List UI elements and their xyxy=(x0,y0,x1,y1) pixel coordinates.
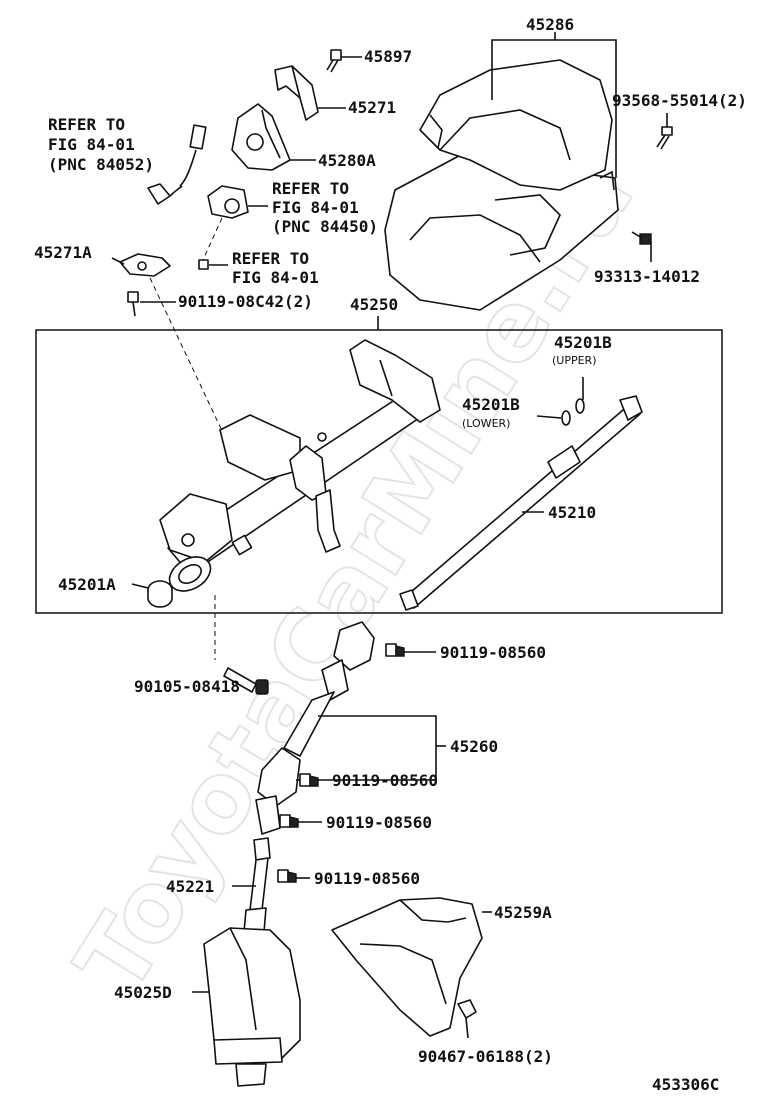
label-upper: (UPPER) xyxy=(552,354,597,367)
part-label-90119-08560-a: 90119-08560 xyxy=(440,643,546,662)
bolt-90119-08560-a xyxy=(385,643,405,657)
part-label-93568: 93568-55014(2) xyxy=(612,91,747,110)
label-lower: (LOWER) xyxy=(462,417,510,430)
part-label-45025D: 45025D xyxy=(114,983,172,1002)
clamp-45271 xyxy=(274,65,319,121)
screw-93568 xyxy=(656,126,673,150)
part-label-45271: 45271 xyxy=(348,98,396,117)
refer-c-line1: REFER TO xyxy=(232,249,309,268)
bolt-90105-08418 xyxy=(223,667,269,695)
part-label-45201A: 45201A xyxy=(58,575,116,594)
dashed-guide-switch xyxy=(201,217,223,263)
part-label-45210: 45210 xyxy=(548,503,596,522)
bushing-45201A xyxy=(147,580,173,608)
part-label-45221: 45221 xyxy=(166,877,214,896)
clip-90467 xyxy=(457,999,477,1039)
refer-a-line3: (PNC 84052) xyxy=(48,155,154,174)
refer-a-line2: FIG 84-01 xyxy=(48,135,135,154)
leader-45201A xyxy=(131,583,149,589)
sensor-small xyxy=(198,259,209,270)
column-cover-drawing xyxy=(384,59,619,311)
switch-84450 xyxy=(207,185,249,219)
shaft-45221 xyxy=(243,837,271,933)
screw-93313 xyxy=(631,231,652,245)
refer-b-line3: (PNC 84450) xyxy=(272,217,378,236)
part-label-93313: 93313-14012 xyxy=(594,267,700,286)
part-label-45897: 45897 xyxy=(364,47,412,66)
part-label-45286: 45286 xyxy=(526,15,574,34)
part-label-45201B-lower: 45201B xyxy=(462,395,520,414)
part-label-45250: 45250 xyxy=(350,295,398,314)
bracket-45280A xyxy=(231,103,291,171)
bolt-90119-08560-d xyxy=(277,869,297,883)
part-label-90119-08560-b: 90119-08560 xyxy=(332,771,438,790)
bolt-45897 xyxy=(326,49,342,73)
bushing-45201B-upper xyxy=(575,398,585,414)
steering-column-45250 xyxy=(159,339,441,592)
part-label-45280A: 45280A xyxy=(318,151,376,170)
refer-b-line2: FIG 84-01 xyxy=(272,198,359,217)
refer-b-line1: REFER TO xyxy=(272,179,349,198)
wire-harness-84052 xyxy=(147,124,207,205)
bolt-90119-08560-c xyxy=(279,814,299,828)
intermediate-shaft-45260 xyxy=(255,621,375,835)
part-label-45260: 45260 xyxy=(450,737,498,756)
bolt-90119-08C42 xyxy=(127,291,139,317)
callout-45286 xyxy=(491,32,617,178)
assembly-box-45250 xyxy=(35,329,723,614)
part-label-90119-08C42: 90119-08C42(2) xyxy=(178,292,313,311)
callout-45260 xyxy=(296,715,446,781)
part-label-45201B-upper: 45201B xyxy=(554,333,612,352)
main-shaft-45210 xyxy=(399,395,643,611)
part-label-45271A: 45271A xyxy=(34,243,92,262)
boot-45025D xyxy=(203,927,301,1087)
part-label-90105: 90105-08418 xyxy=(134,677,240,696)
plate-45271A xyxy=(119,253,171,277)
refer-a-line1: REFER TO xyxy=(48,115,125,134)
part-label-90119-08560-d: 90119-08560 xyxy=(314,869,420,888)
figure-id: 453306C xyxy=(652,1075,719,1094)
bolt-90119-08560-b xyxy=(299,773,319,787)
part-label-90467: 90467-06188(2) xyxy=(418,1047,553,1066)
cover-45259A xyxy=(331,897,483,1037)
part-label-90119-08560-c: 90119-08560 xyxy=(326,813,432,832)
leader-45201B-lower xyxy=(536,415,562,419)
part-label-45259A: 45259A xyxy=(494,903,552,922)
leader-45271A xyxy=(111,257,125,265)
refer-c-line2: FIG 84-01 xyxy=(232,268,319,287)
bushing-45201B-lower xyxy=(561,410,571,426)
